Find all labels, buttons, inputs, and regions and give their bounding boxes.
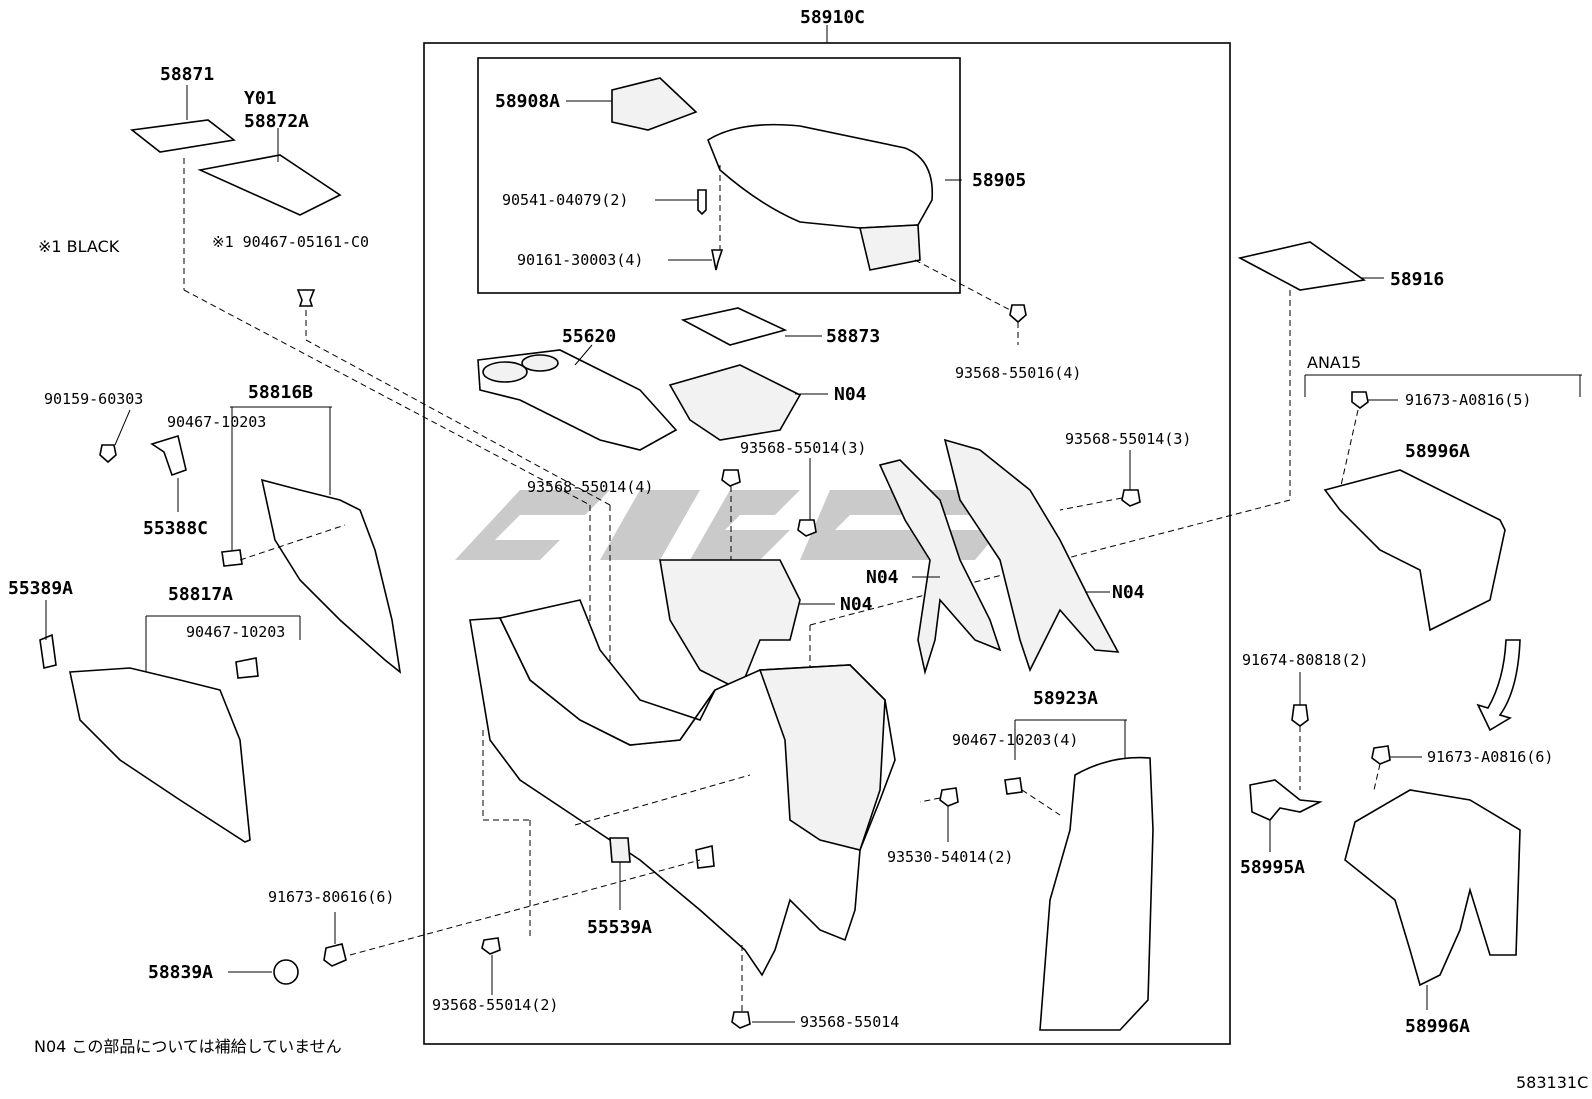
screw-93568-55014 — [731, 1011, 751, 1029]
label-58996A-bottom: 58996A — [1405, 1016, 1470, 1037]
label-58910C: 58910C — [800, 7, 865, 28]
label-58995A: 58995A — [1240, 857, 1305, 878]
label-93530: 93530-54014(2) — [887, 848, 1013, 866]
bolt-91673-A0816-5 — [1351, 391, 1369, 409]
clip-90467-10203-4 — [1004, 777, 1023, 795]
pad-58873 — [680, 307, 788, 346]
label-58996A-top: 58996A — [1405, 441, 1470, 462]
label-93568-55014: 93568-55014 — [800, 1013, 899, 1031]
label-58816B: 58816B — [248, 382, 313, 403]
armrest-hinge — [858, 224, 921, 271]
label-58873: 58873 — [826, 326, 880, 347]
label-Y01: Y01 — [244, 88, 277, 109]
bracket-58996A-bottom — [1344, 789, 1521, 987]
label-90161: 90161-30003(4) — [517, 251, 643, 269]
tray-N04 — [668, 364, 802, 441]
label-90541: 90541-04079(2) — [502, 191, 628, 209]
clip-55539A — [609, 837, 631, 863]
label-90467-10203-b: 90467-10203 — [186, 623, 285, 641]
armrest-subframe — [477, 57, 961, 294]
clip-90467-05161 — [296, 289, 316, 307]
label-58839A: 58839A — [148, 962, 213, 983]
bracket-N04-left — [878, 459, 1002, 676]
cap-58839A-hole — [695, 844, 715, 869]
label-58905: 58905 — [972, 170, 1026, 191]
diagram-id: 583131C — [1516, 1073, 1588, 1092]
label-55620: 55620 — [562, 326, 616, 347]
label-58872A: 58872A — [244, 111, 309, 132]
screw-93568-55014-3b — [1121, 489, 1141, 507]
bracket-58995A — [1249, 779, 1323, 821]
console-inner — [498, 599, 716, 746]
label-58871: 58871 — [160, 64, 214, 85]
screw-90161 — [711, 249, 724, 271]
label-N04-top: N04 — [834, 384, 867, 405]
watermark-logo — [455, 490, 1010, 560]
bolt-90159 — [99, 444, 117, 464]
label-58916: 58916 — [1390, 269, 1444, 290]
armrest-base-58908A — [611, 77, 698, 131]
label-black-note: ※1 BLACK — [38, 237, 120, 256]
screw-93568-55014-4 — [721, 469, 741, 487]
side-panel-58816B — [260, 478, 402, 674]
pad-58916 — [1237, 241, 1367, 291]
console-rear — [758, 664, 886, 851]
label-58817A: 58817A — [168, 584, 233, 605]
clip-90467-10203-b — [235, 657, 259, 679]
label-N04-mid: N04 — [840, 594, 873, 615]
cap-58839A — [273, 959, 299, 985]
label-91673-A0816-5: 91673-A0816(5) — [1405, 391, 1531, 409]
label-90467-05161: ※1 90467-05161-C0 — [212, 233, 369, 251]
label-91673-A0816-6: 91673-A0816(6) — [1427, 748, 1553, 766]
label-N04-left: N04 — [866, 567, 899, 588]
pad-58871 — [130, 119, 236, 153]
screw-93568-55014-2 — [481, 937, 501, 955]
inner-box-N04 — [659, 559, 801, 692]
label-N04-right: N04 — [1112, 582, 1145, 603]
label-90159: 90159-60303 — [44, 390, 143, 408]
screw-93568-55016 — [1009, 304, 1027, 324]
label-58923A: 58923A — [1033, 688, 1098, 709]
label-93568-55014-3b: 93568-55014(3) — [1065, 430, 1191, 448]
screw-90541 — [697, 189, 707, 216]
footnote-text: N04 この部品については補給していません — [34, 1037, 342, 1056]
screw-93568-55014-3a — [797, 519, 817, 537]
cup-hole-2 — [521, 354, 559, 372]
arrow-down — [1476, 639, 1521, 732]
pad-58872A — [197, 154, 342, 216]
label-91674: 91674-80818(2) — [1242, 651, 1368, 669]
label-93568-55014-4: 93568-55014(4) — [527, 478, 653, 496]
bolt-91674 — [1291, 704, 1309, 727]
screw-93530-54014 — [939, 787, 959, 807]
bracket-N04-right — [943, 438, 1120, 673]
side-panel-58817A — [69, 667, 251, 843]
rear-cover-58923A — [1039, 756, 1154, 1031]
label-55539A: 55539A — [587, 917, 652, 938]
armrest-58905 — [707, 123, 934, 229]
label-55388C: 55388C — [143, 518, 208, 539]
clip-90467-10203-a — [221, 549, 243, 567]
label-55389A: 55389A — [8, 578, 73, 599]
label-93568-55014-2: 93568-55014(2) — [432, 996, 558, 1014]
label-93568-55014-3a: 93568-55014(3) — [740, 439, 866, 457]
label-58908A: 58908A — [495, 91, 560, 112]
bolt-91673-A0816-6 — [1371, 745, 1391, 765]
label-91673-80616: 91673-80616(6) — [268, 888, 394, 906]
label-90467-10203-a: 90467-10203 — [167, 413, 266, 431]
label-90467-10203-4: 90467-10203(4) — [952, 731, 1078, 749]
bolt-91673-80616 — [323, 943, 347, 967]
cup-holder-55620 — [477, 349, 678, 451]
cup-hole-1 — [482, 361, 528, 383]
bracket-55388C — [150, 434, 187, 477]
label-93568-55016: 93568-55016(4) — [955, 364, 1081, 382]
bracket-58996A-top — [1323, 469, 1506, 632]
label-ANA15: ANA15 — [1307, 353, 1361, 372]
clip-55389A — [39, 633, 57, 669]
